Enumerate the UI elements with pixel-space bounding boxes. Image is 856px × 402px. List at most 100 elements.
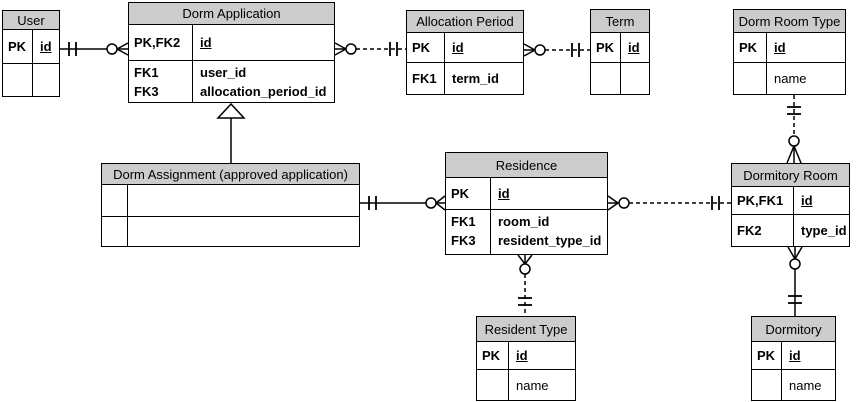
attr-row: FK1 term_id [407,63,523,94]
attr-row: PK id [3,30,59,64]
one-and-only-one-icon [788,295,802,304]
key-cell: FK1 FK3 [446,210,491,254]
attr-row: name [477,370,575,400]
rel-user-dorm-application [60,42,129,56]
entity-title: Resident Type [477,317,575,342]
key-cell: PK,FK1 [732,187,794,214]
attr-row: PK id [477,342,575,370]
rel-residence-resident-type [517,254,533,316]
attr-cell: id [498,186,510,201]
attr-row [591,63,649,94]
zero-or-many-icon [106,42,129,56]
attr-row: PK id [446,178,607,210]
entity-residence: Residence PK id FK1 FK3 room_id resident… [445,152,608,255]
attr-row [3,64,59,96]
attr-cell: id [789,348,801,363]
attr-row [102,185,359,217]
attr-row: PK,FK2 id [129,25,334,61]
key-cell: FK1 FK3 [129,61,193,102]
attr-cell [128,217,359,246]
key-cell: PK [477,342,509,369]
rel-residence-dormitory-room [607,195,731,211]
attr-cell: room_id resident_type_id [498,214,602,248]
attr-cell [128,185,359,216]
one-and-only-one-icon [518,297,532,306]
key-cell: FK1 [407,63,445,94]
attr-cell [33,64,59,96]
key-cell [752,370,782,400]
rel-dorm-assignment-residence [360,195,446,211]
key-cell: PK [446,178,491,209]
rel-dormitory-room-dormitory [787,246,803,316]
attr-cell: id [40,39,52,54]
attr-cell [621,63,649,94]
attr-row: FK1 FK3 user_id allocation_period_id [129,61,334,102]
entity-title: Dormitory Room [732,164,849,187]
entity-title: Dorm Room Type [734,10,845,33]
entity-title: Allocation Period [407,11,523,33]
attr-cell: name [774,71,807,86]
zero-or-many-icon [787,246,803,270]
rel-dorm-application-allocation-period [334,42,406,56]
inheritance-triangle-icon [216,102,246,119]
one-and-only-one-icon [389,42,398,56]
key-cell: PK [734,33,767,62]
key-cell [102,217,128,246]
attr-cell: id [628,40,640,55]
attr-row: PK id [407,33,523,63]
key-cell [3,64,33,96]
attr-cell: id [200,35,212,50]
attr-row: FK2 type_id [732,215,849,246]
attr-row: name [752,370,835,400]
zero-or-many-icon [607,195,630,211]
attr-row: PK id [591,33,649,63]
zero-or-many-icon [425,195,446,211]
attr-row: name [734,63,845,94]
entity-dorm-room-type: Dorm Room Type PK id name [733,9,846,95]
entity-term: Term PK id [590,9,650,95]
rel-allocation-period-term [523,43,590,57]
attr-cell: id [801,193,813,208]
key-cell: PK [591,33,621,62]
rel-inheritance-dorm-assignment-dorm-application [216,102,246,163]
entity-dorm-application: Dorm Application PK,FK2 id FK1 FK3 user_… [128,2,335,103]
attr-row [102,217,359,246]
one-and-only-one-icon [711,196,720,210]
entity-dormitory: Dormitory PK id name [751,316,836,401]
key-cell: PK [752,342,782,369]
key-cell [477,370,509,400]
attr-row: PK id [752,342,835,370]
one-and-only-one-icon [368,196,377,210]
attr-cell: id [452,40,464,55]
attr-cell: term_id [452,71,499,86]
entity-title: User [3,11,59,30]
entity-title: Dorm Application [129,3,334,25]
entity-title: Dormitory [752,317,835,342]
zero-or-many-icon [334,42,357,56]
zero-or-many-icon [786,135,802,164]
entity-allocation-period: Allocation Period PK id FK1 term_id [406,10,524,95]
key-cell: PK [3,30,33,63]
entity-user: User PK id [2,10,60,97]
zero-or-many-icon [517,254,533,275]
attr-cell: id [774,40,786,55]
one-and-only-one-icon [571,43,580,57]
entity-title: Residence [446,153,607,178]
key-cell [734,63,767,94]
zero-or-many-icon [523,43,546,57]
entity-dormitory-room: Dormitory Room PK,FK1 id FK2 type_id [731,163,850,247]
entity-title: Dorm Assignment (approved application) [102,164,359,185]
attr-cell: name [789,377,822,393]
key-cell: PK,FK2 [129,25,193,60]
entity-dorm-assignment: Dorm Assignment (approved application) [101,163,360,247]
one-and-only-one-icon [787,106,801,115]
attr-row: FK1 FK3 room_id resident_type_id [446,210,607,254]
attr-cell: name [516,377,549,393]
key-cell: FK2 [732,215,794,246]
key-cell: PK [407,33,445,62]
one-and-only-one-icon [68,42,77,56]
attr-cell: type_id [801,223,847,238]
attr-row: PK,FK1 id [732,187,849,215]
rel-dorm-room-type-dormitory-room [786,95,802,164]
